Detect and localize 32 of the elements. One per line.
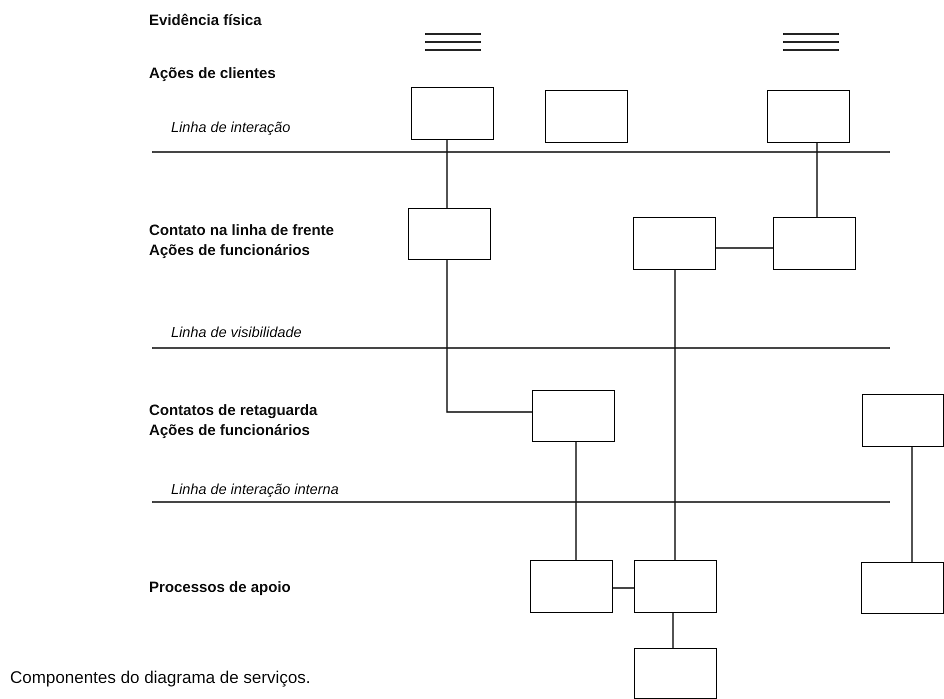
connector-line — [575, 442, 577, 560]
empty-box — [633, 217, 716, 270]
empty-box — [530, 560, 613, 613]
line-label: Linha de interação interna — [171, 481, 339, 499]
caption: Componentes do diagrama de serviços. — [10, 668, 310, 688]
empty-box — [862, 394, 944, 447]
connector-line — [446, 140, 448, 208]
connector-line — [816, 143, 818, 217]
line-label: Linha de visibilidade — [171, 324, 302, 342]
lane-label: Ações de funcionários — [149, 422, 310, 440]
lane-label: Ações de clientes — [149, 65, 276, 83]
empty-box — [634, 648, 717, 699]
connector-line — [613, 587, 634, 589]
empty-box — [773, 217, 856, 270]
connector-line — [446, 260, 532, 413]
line-label: Linha de interação — [171, 119, 290, 137]
lane-label: Processos de apoio — [149, 579, 291, 597]
connector-line — [911, 447, 913, 562]
lane-label: Evidência física — [149, 12, 262, 30]
empty-box — [634, 560, 717, 613]
lane-label: Contatos de retaguarda — [149, 402, 318, 420]
empty-box — [408, 208, 491, 260]
lane-label: Contato na linha de frente — [149, 222, 334, 240]
empty-box — [861, 562, 944, 614]
connector-line — [716, 247, 773, 249]
connector-line — [674, 270, 676, 560]
lane-label: Ações de funcionários — [149, 242, 310, 260]
empty-box — [532, 390, 615, 442]
empty-box — [411, 87, 494, 140]
connector-line — [672, 613, 674, 648]
empty-box — [545, 90, 628, 143]
empty-box — [767, 90, 850, 143]
